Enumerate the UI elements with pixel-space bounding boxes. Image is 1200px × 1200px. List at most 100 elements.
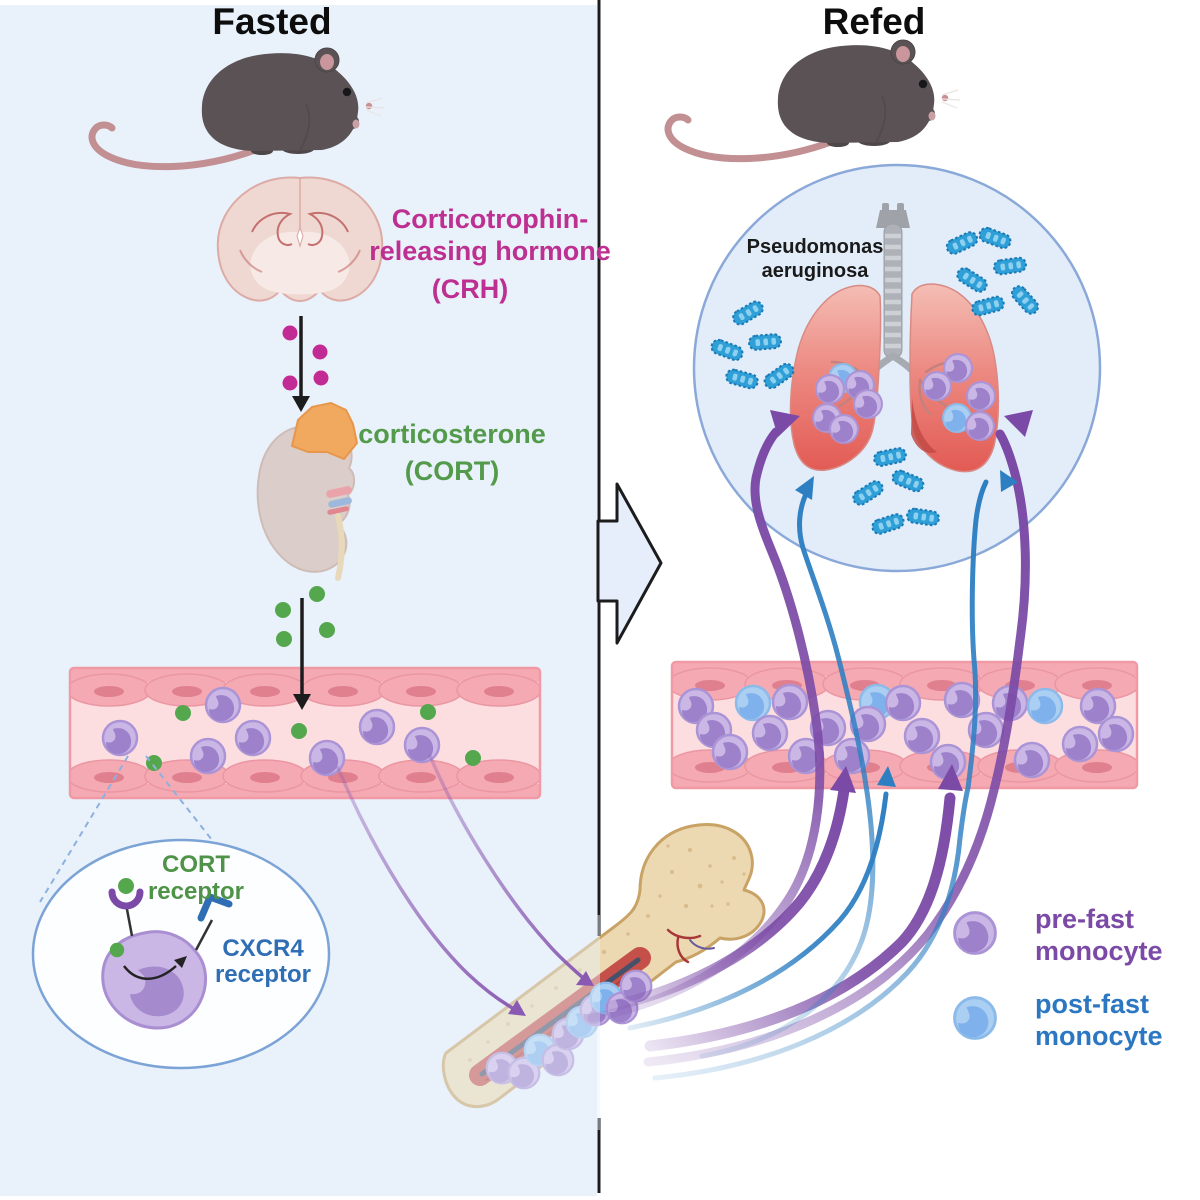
legend-post-fast-line2: monocyte xyxy=(1035,1021,1163,1051)
arrow-to-lung-purple-right xyxy=(643,429,1030,1067)
arrowhead xyxy=(1004,410,1033,437)
crh-release-arrow xyxy=(292,316,310,412)
pseudomonas-label-line2: aeruginosa xyxy=(762,260,870,282)
monocyte-pre-fast xyxy=(1061,725,1099,763)
monocyte-pre-fast xyxy=(358,708,396,746)
cort-release-arrow xyxy=(293,598,311,710)
magnifier-dashed-lines xyxy=(39,755,235,903)
arrowhead xyxy=(830,766,856,793)
ureter xyxy=(335,513,345,581)
cort-molecule-dot xyxy=(118,878,134,894)
arrowhead xyxy=(938,764,963,791)
pre-fast-monocyte-icon xyxy=(953,911,997,955)
post-fast-monocyte-icon xyxy=(953,996,997,1040)
arrow-to-lung-blue-left xyxy=(699,489,876,1059)
legend-item-pre-fast: pre-fast monocyte xyxy=(953,904,1163,966)
bone-artery xyxy=(666,928,715,964)
monocyte-pre-fast xyxy=(884,684,922,722)
cort-label: corticosterone (CORT) xyxy=(358,419,546,486)
kidney-adrenal-icon xyxy=(256,402,358,581)
cort-receptor-label-line1: CORT xyxy=(162,851,230,878)
arrow-to-lung-purple-left xyxy=(587,427,825,1023)
legend-item-post-fast: post-fast monocyte xyxy=(953,989,1163,1051)
cort-molecule-dot xyxy=(146,755,162,771)
monocyte-pre-fast xyxy=(751,714,789,752)
arrow-marrow-to-vessel-blue xyxy=(627,791,889,1031)
refed-panel-title: Refed xyxy=(823,1,926,42)
pseudomonas-label-line1: Pseudomonas xyxy=(747,236,884,258)
brain-icon xyxy=(216,176,384,303)
monocyte-pre-fast xyxy=(189,737,227,775)
arrowhead xyxy=(576,971,594,986)
arrow-monocyte-to-marrow-1 xyxy=(336,766,516,1011)
cort-label-line2: (CORT) xyxy=(405,456,499,486)
crh-molecule-dot xyxy=(282,325,298,341)
monocyte-pre-fast xyxy=(101,719,139,757)
panel-overlay-haze xyxy=(430,915,600,1130)
cort-molecule-dot xyxy=(309,586,325,602)
bone-texture xyxy=(468,844,746,1062)
monocyte-pre-fast xyxy=(403,726,441,764)
legend-pre-fast-line1: pre-fast xyxy=(1035,904,1134,934)
renal-vessels xyxy=(326,486,352,515)
monocyte-post-fast xyxy=(1026,687,1064,725)
crh-label: Corticotrophin- releasing hormone (CRH) xyxy=(369,204,611,304)
monocyte-pre-fast xyxy=(771,683,809,721)
fasted-to-refed-arrow-icon xyxy=(596,482,663,645)
monocyte-pre-fast xyxy=(815,374,845,404)
cort-molecule-dot xyxy=(175,705,191,721)
arrow-to-lung-blue-right xyxy=(652,479,989,1081)
lung-infection-circle: Pseudomonas aeruginosa xyxy=(692,163,1102,573)
blood-vessel-fasted xyxy=(68,666,542,800)
monocyte-post-fast xyxy=(734,684,772,722)
arrowhead xyxy=(795,476,814,500)
crh-molecule-dot xyxy=(313,370,329,386)
legend-post-fast-line1: post-fast xyxy=(1035,989,1149,1019)
cort-molecule-dot xyxy=(465,750,481,766)
arrowhead xyxy=(508,1000,526,1016)
crh-molecule-dot xyxy=(312,344,328,360)
blood-vessel-refed xyxy=(670,660,1139,790)
cort-label-line1: corticosterone xyxy=(358,419,546,449)
monocyte-nucleus xyxy=(130,966,184,1017)
arrowhead xyxy=(770,410,800,437)
legend: pre-fast monocyte post-fast monocyte xyxy=(953,904,1163,1051)
crh-molecule-dot xyxy=(282,375,298,391)
monocyte-inset: CORT receptor CXCR4 receptor xyxy=(31,755,331,1070)
adrenal-gland-icon xyxy=(291,402,358,460)
monocyte-pre-fast xyxy=(922,371,952,401)
cort-molecule-dot xyxy=(291,723,307,739)
cxcr4-receptor-icon xyxy=(194,893,233,951)
signaling-arrow xyxy=(123,965,177,980)
monocyte-pre-fast xyxy=(1097,715,1135,753)
monocyte-pre-fast xyxy=(829,414,859,444)
monocyte-pre-fast xyxy=(204,686,242,724)
arrowhead xyxy=(174,956,187,968)
crh-label-line2: releasing hormone xyxy=(369,236,611,266)
arrowhead xyxy=(877,766,896,787)
crh-label-line3: (CRH) xyxy=(432,274,508,304)
cort-molecule-dot xyxy=(276,631,292,647)
monocyte-pre-fast xyxy=(965,411,995,441)
monocyte-pre-fast xyxy=(903,717,941,755)
cxcr4-receptor-label-line2: receptor xyxy=(215,961,311,988)
monocyte-pre-fast xyxy=(1013,741,1051,779)
arrow-marrow-to-vessel-purple-2 xyxy=(644,792,956,1052)
migration-arrows xyxy=(336,427,1030,1081)
legend-pre-fast-line2: monocyte xyxy=(1035,936,1163,966)
monocyte-pre-fast xyxy=(966,381,996,411)
cort-molecule-dot xyxy=(420,704,436,720)
cort-molecule-dot xyxy=(275,602,291,618)
monocyte-pre-fast xyxy=(853,389,883,419)
fasted-panel-title: Fasted xyxy=(212,1,331,42)
monocyte-pre-fast xyxy=(234,719,272,757)
crh-label-line1: Corticotrophin- xyxy=(392,204,588,234)
cort-receptor-label-line2: receptor xyxy=(148,878,244,905)
arrow-monocyte-to-marrow-2 xyxy=(428,754,584,979)
cort-molecule-dot xyxy=(109,942,125,958)
cxcr4-receptor-label-line1: CXCR4 xyxy=(222,935,304,962)
arrowhead xyxy=(1000,470,1018,492)
arrowheads xyxy=(508,410,1033,1016)
bone-icon xyxy=(441,823,766,1108)
